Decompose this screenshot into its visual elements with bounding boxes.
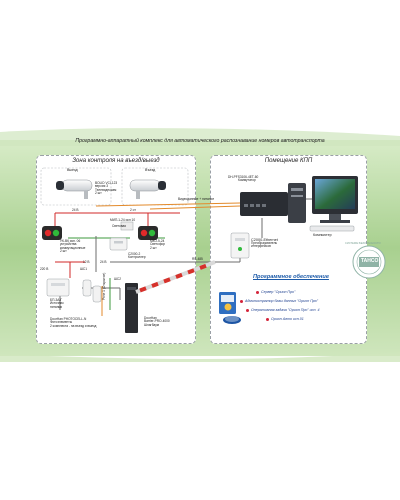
- voltage-12-label: 12 В: [83, 260, 90, 264]
- exit-label: Выезд: [67, 168, 78, 172]
- camera-entry: [129, 179, 166, 199]
- network-switch: [240, 192, 288, 216]
- barrier-label: DoorHan Barrier-PRO-4000 Шлагбаум: [144, 316, 170, 327]
- checkpoint-room-title: Помещение КПП: [264, 158, 313, 164]
- software-title: Программное обеспечение: [253, 274, 329, 280]
- light-module: [120, 221, 134, 231]
- software-item: Сервер "Орион Про": [256, 290, 295, 294]
- barrier: [125, 260, 216, 333]
- relay-open-label: Реле 1 (Открытие): [102, 272, 106, 300]
- control-zone-title: Зона контроля на въезд/выезд: [72, 158, 160, 164]
- rs485-bottom-label: RS-485: [192, 257, 203, 261]
- video-cable-1: [95, 202, 241, 207]
- controller-c2000-2: [109, 237, 128, 251]
- power-supply: [46, 278, 70, 297]
- entry-label: Въезд: [145, 168, 156, 172]
- ethernet-converter: [230, 232, 250, 259]
- voltage-220-label: 220 В: [40, 267, 49, 271]
- computer-label: Компьютер: [313, 233, 332, 237]
- diagram-title: Программно-аппаратный комплекс для автом…: [75, 138, 325, 144]
- switch-label: DH-PFS3106-4ET-60 Коммутатор: [228, 175, 259, 183]
- voltage-24-mid-label: 24 В: [100, 260, 107, 264]
- software-list: Сервер "Орион Про" Администратор базы да…: [240, 290, 360, 340]
- power-supply-label: БП-3А-Г Источник питания: [50, 298, 64, 309]
- shs2-label: ШС2: [114, 277, 121, 281]
- controller-label: С2000-2 Контроллер: [128, 252, 146, 260]
- camera-exit: [56, 179, 93, 199]
- certification-stamp: [352, 245, 386, 279]
- stamp-ring-text: СИСТЕМЫ БЕЗОПАСНОСТИ: [345, 242, 381, 245]
- video-cable-2: [149, 205, 241, 210]
- commutation-device-label: УК-ВК исп. 06 устройства коммутационные …: [60, 239, 86, 254]
- stamp-center-text: TAHCO: [361, 258, 379, 264]
- mip-label: МИП-1-24 исп 10: [110, 218, 136, 222]
- software-box: [219, 292, 241, 324]
- traffic-light-left: [42, 226, 62, 240]
- traffic-light-right: [138, 226, 158, 240]
- software-item: Администратор базы данных "Орион Про": [240, 299, 318, 303]
- shs1-label: ШС1: [80, 267, 87, 271]
- software-item: Орион Авто исп.01: [266, 317, 304, 321]
- voltage-24-top: 24 В: [72, 208, 79, 212]
- ethernet-converter-label: С2000-Ethernet Преобразователь интерфейс…: [251, 238, 278, 249]
- camera-model-label: BOLID VCI-123 версия 3 Телевидеокам 2 шт: [95, 181, 118, 196]
- photocell: [82, 279, 102, 303]
- video-power-label: Видеоданные + питание: [178, 197, 215, 201]
- photocell-label: DoorHan PHOTOCELL-N Фотоэлементы 2 компл…: [50, 317, 97, 328]
- signal-label-1: 2 от: [130, 208, 136, 212]
- computer: [288, 176, 358, 232]
- traffic-light-model-label: МКО-5-24 Светофор 2 шт: [150, 239, 165, 250]
- software-item: Оперативная задача "Орион Про" исп. 4: [246, 308, 319, 312]
- light-word-label: Световая: [112, 224, 126, 228]
